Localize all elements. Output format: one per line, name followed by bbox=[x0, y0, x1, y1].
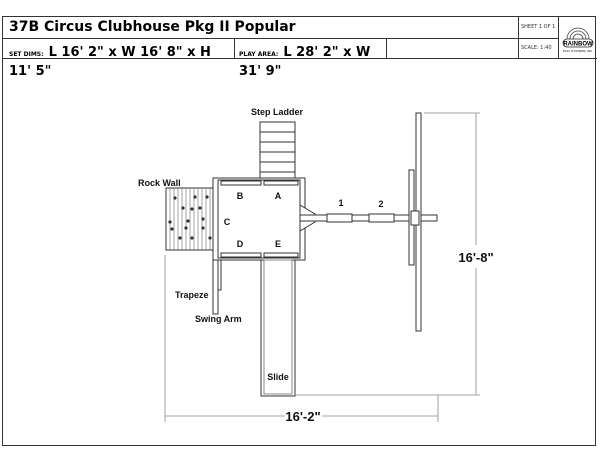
step-ladder bbox=[259, 121, 296, 181]
sheet-number: SHEET 1 OF 1 bbox=[519, 17, 559, 39]
play-area-label: PLAY AREA: bbox=[239, 51, 279, 58]
rainbow-logo: RAINBOW PLAY SYSTEMS, INC. bbox=[559, 17, 597, 59]
position-e: E bbox=[275, 239, 281, 249]
swing-2 bbox=[368, 213, 395, 223]
position-c: C bbox=[224, 217, 231, 227]
dimension-lines bbox=[164, 112, 480, 422]
play-area: PLAY AREA: L 28' 2" x W 31' 9" bbox=[235, 39, 387, 79]
scale: SCALE: 1:40 bbox=[519, 39, 559, 59]
clubhouse-deck bbox=[212, 177, 306, 261]
play-area-value: L 28' 2" x W 31' 9" bbox=[239, 45, 371, 79]
set-dims-label: SET DIMS: bbox=[9, 51, 44, 58]
slide bbox=[260, 259, 296, 397]
blank-cell bbox=[387, 39, 519, 59]
set-dims-value: L 16' 2" x W 16' 8" x H 11' 5" bbox=[9, 45, 211, 79]
width-dimension: 16'-2" bbox=[285, 409, 320, 424]
rock-wall bbox=[165, 187, 219, 251]
position-b: B bbox=[237, 191, 244, 201]
trapeze-label: Trapeze bbox=[175, 290, 209, 300]
position-d: D bbox=[237, 239, 244, 249]
swing-position-1: 1 bbox=[338, 198, 343, 208]
swing-1 bbox=[326, 213, 353, 223]
svg-text:PLAY SYSTEMS, INC.: PLAY SYSTEMS, INC. bbox=[563, 49, 593, 53]
swing-arm bbox=[212, 259, 222, 315]
set-dims: SET DIMS: L 16' 2" x W 16' 8" x H 11' 5" bbox=[3, 39, 235, 79]
slide-label: Slide bbox=[267, 372, 289, 382]
rock-wall-label: Rock Wall bbox=[138, 178, 181, 188]
position-a: A bbox=[275, 191, 282, 201]
swing-beam bbox=[299, 204, 438, 232]
drawing-title: 37B Circus Clubhouse Pkg II Popular bbox=[3, 17, 519, 39]
drawing-frame: 37B Circus Clubhouse Pkg II Popular SHEE… bbox=[2, 16, 597, 446]
swing-position-2: 2 bbox=[378, 199, 383, 209]
swing-arm-label: Swing Arm bbox=[195, 314, 242, 324]
svg-text:RAINBOW: RAINBOW bbox=[563, 42, 593, 48]
a-frame bbox=[408, 112, 422, 332]
step-ladder-label: Step Ladder bbox=[251, 107, 304, 117]
rainbow-logo-icon: RAINBOW PLAY SYSTEMS, INC. bbox=[562, 27, 594, 53]
climbing-holds bbox=[168, 195, 212, 240]
depth-dimension: 16'-8" bbox=[458, 250, 493, 265]
